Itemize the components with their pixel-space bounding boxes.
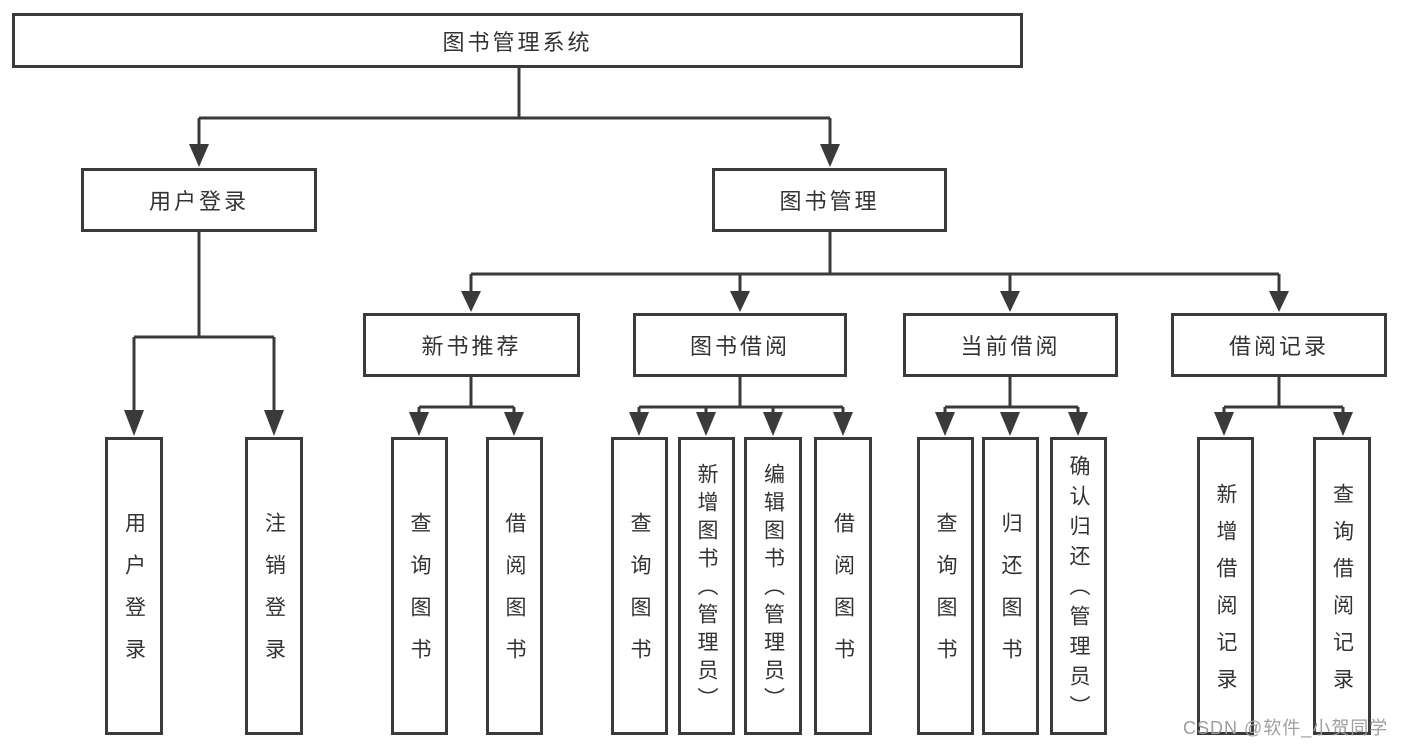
- leaf-logout-label: 注销登录: [262, 512, 286, 680]
- node-new-book-recommend-label: 新书推荐: [421, 334, 522, 359]
- csdn-watermark: CSDN @软件_小贺同学: [1183, 718, 1389, 738]
- connector-borrowing-records: [1222, 377, 1345, 415]
- node-library-system: 图书管理系统: [12, 13, 1023, 68]
- leaf-query-books-borrow-label: 查询图书: [628, 512, 651, 680]
- leaf-logout: 注销登录: [245, 437, 303, 735]
- leaf-confirm-return-admin: 确认归还（管理员）: [1050, 437, 1107, 735]
- node-current-borrowing-label: 当前借阅: [960, 334, 1061, 359]
- leaf-borrow-books-recommend: 借阅图书: [486, 437, 543, 735]
- leaf-return-books: 归还图书: [982, 437, 1039, 735]
- node-borrowing-records: 借阅记录: [1171, 313, 1387, 377]
- node-book-borrowing: 图书借阅: [633, 313, 847, 377]
- leaf-add-books-admin-label: 新增图书（管理员）: [695, 463, 718, 715]
- node-book-borrowing-label: 图书借阅: [689, 334, 790, 359]
- node-user-login-label: 用户登录: [148, 189, 249, 214]
- arrowheads: [124, 144, 1353, 436]
- leaf-add-borrow-record-label: 新增借阅记录: [1214, 483, 1237, 705]
- node-book-management: 图书管理: [712, 168, 947, 232]
- node-current-borrowing: 当前借阅: [903, 313, 1118, 377]
- leaf-edit-books-admin: 编辑图书（管理员）: [744, 437, 802, 735]
- node-library-system-label: 图书管理系统: [442, 29, 593, 55]
- node-book-management-label: 图书管理: [779, 189, 880, 214]
- leaf-query-books-recommend-label: 查询图书: [408, 512, 431, 680]
- leaf-borrow-books-label: 借阅图书: [831, 512, 855, 680]
- leaf-query-books-current-label: 查询图书: [934, 512, 957, 680]
- node-new-book-recommend: 新书推荐: [363, 313, 580, 377]
- node-user-login: 用户登录: [81, 168, 317, 232]
- leaf-return-books-label: 归还图书: [999, 512, 1022, 680]
- leaf-query-borrow-record-label: 查询借阅记录: [1330, 483, 1354, 705]
- leaf-query-books-recommend: 查询图书: [391, 437, 448, 735]
- connector-root: [197, 68, 832, 148]
- leaf-confirm-return-admin-label: 确认归还（管理员）: [1067, 455, 1090, 725]
- connector-new-book-recommend: [417, 377, 516, 415]
- leaf-borrow-books-recommend-label: 借阅图书: [503, 512, 526, 680]
- connector-book-management: [469, 232, 1281, 294]
- connector-book-borrowing: [637, 377, 845, 415]
- leaf-edit-books-admin-label: 编辑图书（管理员）: [761, 463, 785, 715]
- leaf-query-borrow-record: 查询借阅记录: [1313, 437, 1371, 735]
- leaf-add-borrow-record: 新增借阅记录: [1197, 437, 1254, 735]
- leaf-query-books-current: 查询图书: [917, 437, 974, 735]
- node-borrowing-records-label: 借阅记录: [1228, 334, 1329, 359]
- leaf-user-login: 用户登录: [105, 437, 163, 735]
- connector-current-borrowing: [943, 377, 1080, 415]
- leaf-add-books-admin: 新增图书（管理员）: [678, 437, 735, 735]
- connector-user-login: [132, 232, 276, 413]
- leaf-query-books-borrow: 查询图书: [611, 437, 668, 735]
- leaf-user-login-label: 用户登录: [122, 512, 146, 680]
- leaf-borrow-books: 借阅图书: [814, 437, 872, 735]
